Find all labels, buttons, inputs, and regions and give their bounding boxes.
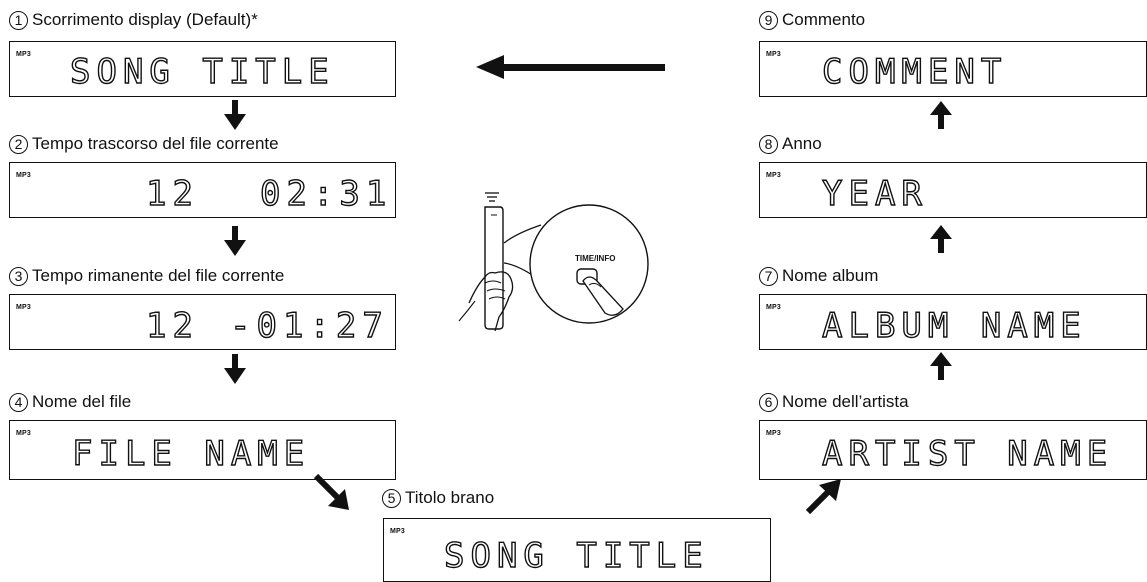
step-4-number: 4 <box>9 392 28 412</box>
arrow-up-icon <box>930 225 952 253</box>
step-6-display: MP3 ARTIST NAME <box>759 420 1147 480</box>
arrow-diagonal-down-right-icon <box>313 473 349 510</box>
mp3-badge: MP3 <box>766 430 781 437</box>
step-6-label: Nome dell’artista <box>782 392 909 411</box>
arrow-diagonal-up-right-icon <box>805 479 841 515</box>
step-6-number: 6 <box>759 392 778 412</box>
step-2-caption: 2 Tempo trascorso del file corrente <box>9 134 279 154</box>
step-4-caption: 4 Nome del file <box>9 392 131 412</box>
flow-arrows <box>224 55 952 515</box>
time-info-label: TIME/INFO <box>575 254 616 263</box>
step-1-label: Scorrimento display (Default)* <box>32 10 258 29</box>
remote-signal-icon <box>485 192 499 202</box>
display-text: YEAR <box>821 174 928 214</box>
mp3-badge: MP3 <box>766 304 781 311</box>
display-text: FILE NAME <box>71 434 311 474</box>
step-8-label: Anno <box>782 134 822 153</box>
mp3-badge: MP3 <box>766 172 781 179</box>
arrow-down-icon <box>224 354 246 384</box>
mp3-badge: MP3 <box>16 430 31 437</box>
step-1-caption: 1 Scorrimento display (Default)* <box>9 10 258 30</box>
mp3-badge: MP3 <box>16 172 31 179</box>
step-2-number: 2 <box>9 134 28 154</box>
step-4-label: Nome del file <box>32 392 132 411</box>
step-1-display: MP3 SONG TITLE <box>9 41 396 97</box>
step-6-caption: 6 Nome dell’artista <box>759 392 909 412</box>
step-1-number: 1 <box>9 10 28 30</box>
step-5-caption: 5 Titolo brano <box>382 488 494 508</box>
arrow-up-icon <box>930 352 952 380</box>
arrow-up-icon <box>930 101 952 129</box>
step-5-number: 5 <box>382 488 401 508</box>
step-3-number: 3 <box>9 266 28 286</box>
step-9-number: 9 <box>759 10 778 30</box>
step-8-caption: 8 Anno <box>759 134 822 154</box>
display-time: 02:31 <box>259 174 393 214</box>
mp3-badge: MP3 <box>390 528 405 535</box>
step-9-label: Commento <box>782 10 866 29</box>
step-9-display: MP3 COMMENT <box>759 41 1147 97</box>
display-text: COMMENT <box>821 52 1008 92</box>
remote-control-illustration <box>458 192 649 332</box>
arrow-down-icon <box>224 226 246 256</box>
step-7-label: Nome album <box>782 266 879 285</box>
display-text: SONG TITLE <box>69 52 335 92</box>
arrow-left-icon <box>476 55 665 79</box>
step-5-label: Titolo brano <box>405 488 495 507</box>
step-7-caption: 7 Nome album <box>759 266 878 286</box>
display-track: 12 <box>145 306 199 346</box>
step-7-display: MP3 ALBUM NAME <box>759 294 1147 350</box>
mp3-badge: MP3 <box>16 304 31 311</box>
display-time: -01:27 <box>229 306 389 346</box>
display-text: ARTIST NAME <box>821 434 1114 474</box>
step-2-label: Tempo trascorso del file corrente <box>32 134 279 153</box>
step-9-caption: 9 Commento <box>759 10 865 30</box>
step-4-display: MP3 FILE NAME <box>9 420 396 480</box>
step-2-display: MP3 12 02:31 <box>9 162 396 218</box>
mp3-badge: MP3 <box>16 51 31 58</box>
display-text: SONG TITLE <box>443 536 709 576</box>
display-track: 12 <box>145 174 199 214</box>
step-8-display: MP3 YEAR <box>759 162 1147 218</box>
arrow-down-icon <box>224 100 246 130</box>
step-3-caption: 3 Tempo rimanente del file corrente <box>9 266 284 286</box>
step-8-number: 8 <box>759 134 778 154</box>
step-3-display: MP3 12 -01:27 <box>9 294 396 350</box>
step-7-number: 7 <box>759 266 778 286</box>
mp3-badge: MP3 <box>766 51 781 58</box>
display-text: ALBUM NAME <box>821 306 1087 346</box>
time-info-button-label: TIME/INFO <box>575 254 615 263</box>
step-3-label: Tempo rimanente del file corrente <box>32 266 285 285</box>
